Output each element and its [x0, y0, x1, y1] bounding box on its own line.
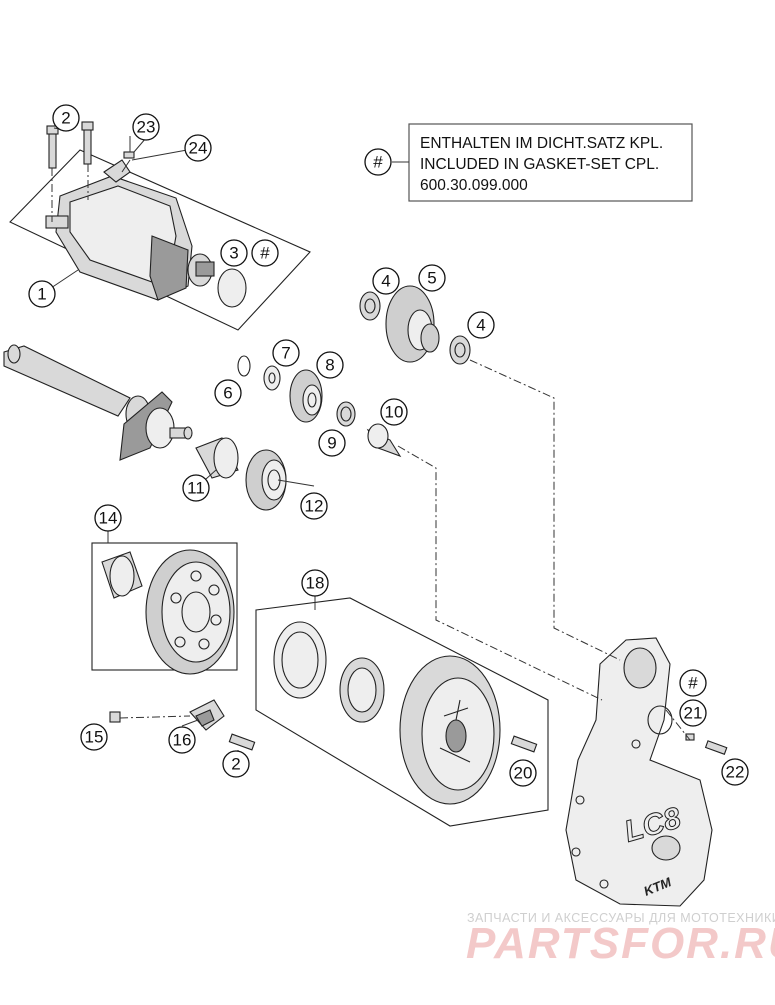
watermark: ЗАПЧАСТИ И АКСЕССУАРЫ ДЛЯ МОТОТЕХНИКИ PA… [466, 911, 775, 968]
callout-3-hash: # [251, 239, 279, 267]
callout-20: 20 [509, 759, 537, 787]
callout-7: 7 [272, 339, 300, 367]
callout-11: 11 [182, 474, 210, 502]
note-line-german: ENTHALTEN IM DICHT.SATZ KPL. [420, 135, 663, 152]
rotor-bolt [510, 735, 538, 753]
starter-terminal [103, 159, 131, 183]
rotor-group [255, 597, 549, 827]
callout-10: 10 [380, 398, 408, 426]
terminal-nut [123, 151, 135, 159]
callout-6: 6 [214, 379, 242, 407]
bracket-bolt [228, 733, 256, 751]
starter-pinion [195, 261, 215, 277]
callout-21-label: 21 [684, 704, 703, 723]
callout-9-label: 9 [327, 434, 336, 453]
callout-2-top: 2 [52, 104, 80, 132]
callout-15-label: 15 [85, 728, 104, 747]
callout-9: 9 [318, 429, 346, 457]
callout-11-label: 11 [187, 479, 205, 498]
callout-16-label: 16 [173, 731, 192, 750]
bearing-right [449, 335, 471, 365]
gasket-set-note: # ENTHALTEN IM DICHT.SATZ KPL. INCLUDED … [364, 123, 693, 202]
callout-3-label: 3 [229, 244, 238, 263]
starter-gear-assembly [91, 542, 238, 675]
starter-bolt-left-head [46, 125, 59, 135]
starter-bolt-right-head [81, 121, 94, 131]
note-part-number: 600.30.099.000 [420, 177, 528, 194]
callout-14: 14 [94, 504, 122, 532]
callout-15: 15 [80, 723, 108, 751]
callout-24-label: 24 [189, 139, 208, 158]
callout-16: 16 [168, 726, 196, 754]
circlip [237, 355, 251, 377]
starter-mount-lug [45, 215, 69, 229]
assembly-lines [397, 359, 691, 741]
callout-18: 18 [301, 569, 329, 597]
washer [263, 365, 281, 391]
sensor-bracket-group [109, 699, 256, 751]
callout-6-label: 6 [223, 384, 232, 403]
callout-8-label: 8 [325, 356, 334, 375]
note-box [408, 123, 693, 202]
starter-motor-group [9, 121, 311, 331]
cover-boss [623, 647, 657, 689]
callout-2-bottom-label: 2 [231, 755, 240, 774]
bearing-left [359, 291, 381, 321]
cover-plug-screw [704, 740, 728, 755]
shaft-journal-end [183, 426, 193, 440]
callout-23: 23 [132, 113, 160, 141]
callout-1-label: 1 [37, 285, 46, 304]
shaft-end [7, 344, 21, 364]
bracket-nut [109, 711, 121, 723]
note-hash-symbol: # [373, 153, 383, 172]
watermark-site: PARTSFOR.RU [466, 919, 775, 968]
callout-2-top-label: 2 [61, 109, 70, 128]
idler-gear-group [359, 285, 471, 365]
callout-23-label: 23 [137, 118, 156, 137]
callout-10-label: 10 [385, 403, 404, 422]
callout-22: 22 [721, 758, 749, 786]
callout-20-label: 20 [514, 764, 533, 783]
callout-14-label: 14 [99, 509, 118, 528]
callout-18-label: 18 [306, 574, 325, 593]
note-line-english: INCLUDED IN GASKET-SET CPL. [420, 156, 659, 173]
gear-train-small-parts [195, 355, 402, 511]
callout-3: 3 [220, 239, 248, 267]
starter-bolt-left [48, 131, 57, 169]
callout-24: 24 [184, 134, 212, 162]
cover-hub [651, 835, 681, 861]
callout-4-right-label: 4 [476, 316, 485, 335]
callout-7-label: 7 [281, 344, 290, 363]
starter-motor-end-cap [149, 235, 189, 301]
callout-5-label: 5 [427, 269, 436, 288]
note-hash-circle [364, 148, 392, 176]
starter-bolt-right [83, 127, 92, 165]
callout-5: 5 [418, 264, 446, 292]
ignition-cover: LC8 KTM [565, 637, 728, 907]
callout-12-label: 12 [305, 497, 324, 516]
callout-3-hash-label: # [260, 244, 270, 263]
starter-drive-shaft [3, 344, 193, 461]
cover-plug [647, 705, 673, 735]
needle-bearing [336, 401, 356, 427]
callout-1: 1 [28, 280, 56, 308]
callout-21-hash-label: # [688, 674, 698, 693]
callout-21-hash: # [679, 669, 707, 697]
gear-assembly-frame [91, 542, 238, 671]
callout-4-left: 4 [372, 267, 400, 295]
o-ring [217, 268, 247, 308]
callout-21: 21 [679, 699, 707, 727]
watermark-tagline: ЗАПЧАСТИ И АКСЕССУАРЫ ДЛЯ МОТОТЕХНИКИ [467, 911, 775, 925]
callout-2-bottom: 2 [222, 750, 250, 778]
rotor-group-frame [255, 597, 549, 827]
callout-22-label: 22 [726, 763, 745, 782]
callout-4-right: 4 [467, 311, 495, 339]
callout-12: 12 [300, 492, 328, 520]
shaft-body [3, 345, 131, 417]
callout-8: 8 [316, 351, 344, 379]
callout-4-left-label: 4 [381, 272, 390, 291]
